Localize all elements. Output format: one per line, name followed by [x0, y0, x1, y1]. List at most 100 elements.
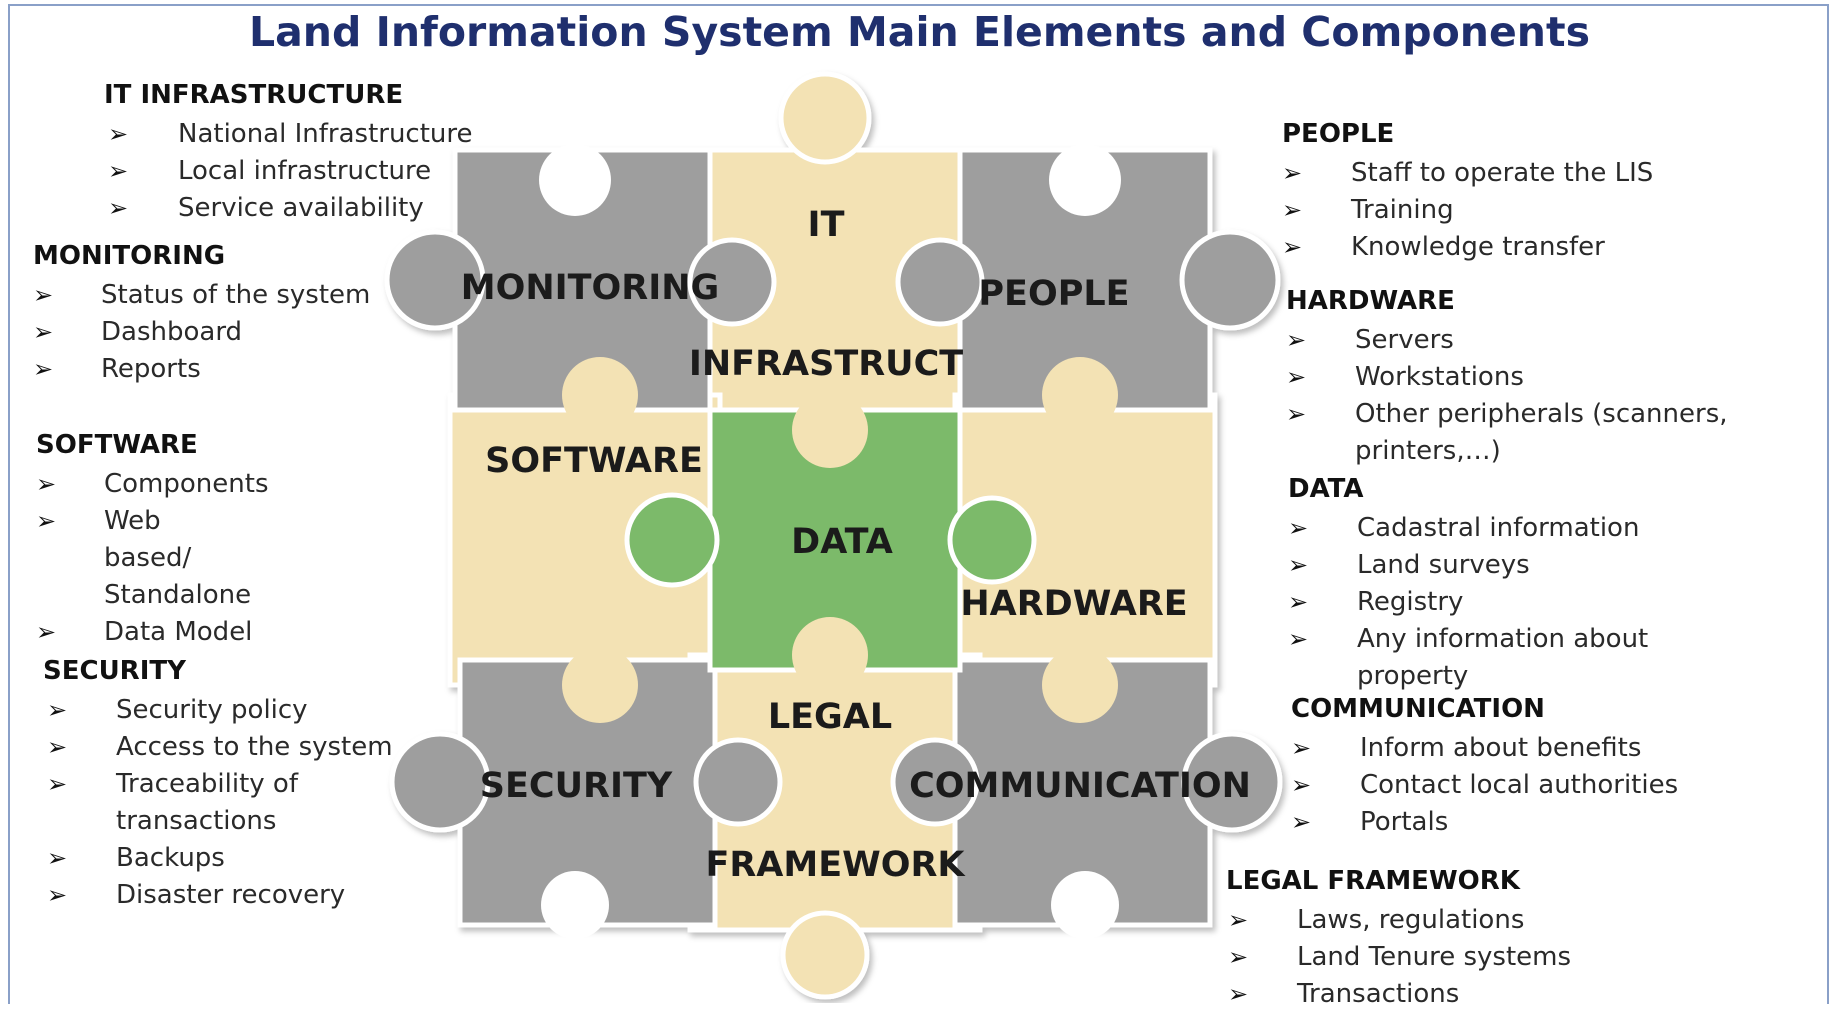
list-item: ➢Staff to operate the LIS	[1282, 155, 1653, 192]
list-item: ➢Status of the system	[33, 277, 370, 314]
section-software: SOFTWARE ➢Components ➢Web based/ Standal…	[36, 426, 296, 651]
section-security: SECURITY ➢Security policy ➢Access to the…	[43, 652, 403, 914]
piece-label-communication: COMMUNICATION	[909, 766, 1251, 806]
arrow-bullet-icon: ➢	[47, 770, 68, 798]
puzzle-knob-bottom	[780, 910, 870, 1000]
arrow-bullet-icon: ➢	[1282, 233, 1303, 261]
puzzle-knob-security-right	[693, 737, 783, 827]
list-item: ➢Land surveys	[1288, 547, 1748, 584]
arrow-bullet-icon: ➢	[1288, 625, 1309, 653]
list-item: ➢Servers	[1286, 322, 1746, 359]
list-item: ➢Portals	[1291, 804, 1711, 841]
piece-label-people: PEOPLE	[978, 274, 1129, 314]
list-item: ➢Workstations	[1286, 359, 1746, 396]
arrow-bullet-icon: ➢	[47, 696, 68, 724]
arrow-bullet-icon: ➢	[1228, 906, 1249, 934]
arrow-bullet-icon: ➢	[33, 281, 54, 309]
list-item: ➢Traceability of transactions	[47, 766, 301, 840]
puzzle-knob-security	[389, 731, 491, 833]
list-item: ➢Components	[36, 466, 296, 503]
arrow-bullet-icon: ➢	[1228, 980, 1249, 1008]
section-data: DATA ➢Cadastral information ➢Land survey…	[1288, 470, 1748, 695]
list-item: ➢Contact local authorities	[1291, 767, 1711, 804]
section-it-infrastructure: IT INFRASTRUCTURE ➢National Infrastructu…	[104, 76, 473, 227]
piece-label-it: IT	[808, 205, 845, 245]
arrow-bullet-icon: ➢	[36, 507, 57, 535]
arrow-bullet-icon: ➢	[1282, 196, 1303, 224]
list-item: ➢Disaster recovery	[47, 877, 403, 914]
list-item: ➢Inform about benefits	[1291, 730, 1711, 767]
arrow-bullet-icon: ➢	[1291, 808, 1312, 836]
arrow-bullet-icon: ➢	[1228, 943, 1249, 971]
arrow-bullet-icon: ➢	[36, 470, 57, 498]
section-heading: IT INFRASTRUCTURE	[104, 80, 404, 110]
list-item: ➢Data Model	[36, 614, 296, 651]
arrow-bullet-icon: ➢	[1286, 400, 1307, 428]
puzzle-knob-top	[778, 71, 872, 165]
arrow-bullet-icon: ➢	[1286, 363, 1307, 391]
section-legal-framework: LEGAL FRAMEWORK ➢Laws, regulations ➢Land…	[1226, 862, 1646, 1013]
list-item: ➢Other peripherals (scanners, printers,……	[1286, 396, 1735, 470]
puzzle-knob-people	[1179, 229, 1281, 331]
section-hardware: HARDWARE ➢Servers ➢Workstations ➢Other p…	[1286, 282, 1746, 470]
list-item: ➢Web based/ Standalone	[36, 503, 254, 614]
arrow-bullet-icon: ➢	[47, 733, 68, 761]
list-item: ➢National Infrastructure	[108, 116, 473, 153]
section-monitoring: MONITORING ➢Status of the system ➢Dashbo…	[33, 237, 370, 388]
list-item: ➢Service availability	[108, 190, 473, 227]
arrow-bullet-icon: ➢	[1291, 771, 1312, 799]
list-item: ➢Dashboard	[33, 314, 370, 351]
piece-label-software: SOFTWARE	[485, 441, 703, 481]
arrow-bullet-icon: ➢	[1288, 551, 1309, 579]
arrow-bullet-icon: ➢	[47, 881, 68, 909]
list-item: ➢Land Tenure systems	[1228, 939, 1646, 976]
puzzle-knob-data-right	[947, 495, 1037, 585]
arrow-bullet-icon: ➢	[108, 157, 129, 185]
piece-label-security: SECURITY	[480, 766, 673, 806]
section-heading: SOFTWARE	[36, 430, 198, 460]
puzzle-knob-data-left	[624, 492, 720, 588]
puzzle-knob-monitoring-right	[687, 237, 777, 327]
piece-label-infrastruct: INFRASTRUCT	[689, 344, 963, 384]
list-item: ➢Local infrastructure	[108, 153, 473, 190]
arrow-bullet-icon: ➢	[33, 318, 54, 346]
list-item: ➢Laws, regulations	[1228, 902, 1646, 939]
list-item: ➢Backups	[47, 840, 403, 877]
section-heading: COMMUNICATION	[1291, 694, 1545, 724]
page-title: Land Information System Main Elements an…	[248, 8, 1590, 56]
section-heading: SECURITY	[43, 656, 186, 686]
arrow-bullet-icon: ➢	[1288, 588, 1309, 616]
diagram-frame	[8, 4, 1829, 1004]
piece-label-framework: FRAMEWORK	[705, 845, 966, 885]
section-communication: COMMUNICATION ➢Inform about benefits ➢Co…	[1291, 690, 1711, 841]
arrow-bullet-icon: ➢	[1288, 514, 1309, 542]
piece-label-data: DATA	[791, 522, 893, 562]
puzzle-knob-monitoring	[384, 229, 486, 331]
arrow-bullet-icon: ➢	[33, 355, 54, 383]
piece-label-hardware: HARDWARE	[960, 584, 1187, 624]
list-item: ➢Reports	[33, 351, 370, 388]
arrow-bullet-icon: ➢	[108, 120, 129, 148]
piece-label-legal: LEGAL	[768, 697, 892, 737]
section-heading: DATA	[1288, 474, 1364, 504]
list-item: ➢Knowledge transfer	[1282, 229, 1653, 266]
list-item: ➢Any information about property	[1288, 621, 1657, 695]
puzzle-knob-people-left	[895, 237, 985, 327]
arrow-bullet-icon: ➢	[1286, 326, 1307, 354]
section-heading: HARDWARE	[1286, 286, 1455, 316]
section-heading: LEGAL FRAMEWORK	[1226, 866, 1520, 896]
arrow-bullet-icon: ➢	[108, 194, 129, 222]
puzzle-knob-communication	[1181, 731, 1283, 833]
list-item: ➢Registry	[1288, 584, 1748, 621]
list-item: ➢Security policy	[47, 692, 403, 729]
arrow-bullet-icon: ➢	[1282, 159, 1303, 187]
piece-label-monitoring: MONITORING	[461, 268, 720, 308]
arrow-bullet-icon: ➢	[1291, 734, 1312, 762]
list-item: ➢Training	[1282, 192, 1653, 229]
section-heading: MONITORING	[33, 241, 226, 271]
arrow-bullet-icon: ➢	[36, 618, 57, 646]
list-item: ➢Transactions	[1228, 976, 1646, 1013]
list-item: ➢Access to the system	[47, 729, 403, 766]
list-item: ➢Cadastral information	[1288, 510, 1748, 547]
section-heading: PEOPLE	[1282, 119, 1395, 149]
